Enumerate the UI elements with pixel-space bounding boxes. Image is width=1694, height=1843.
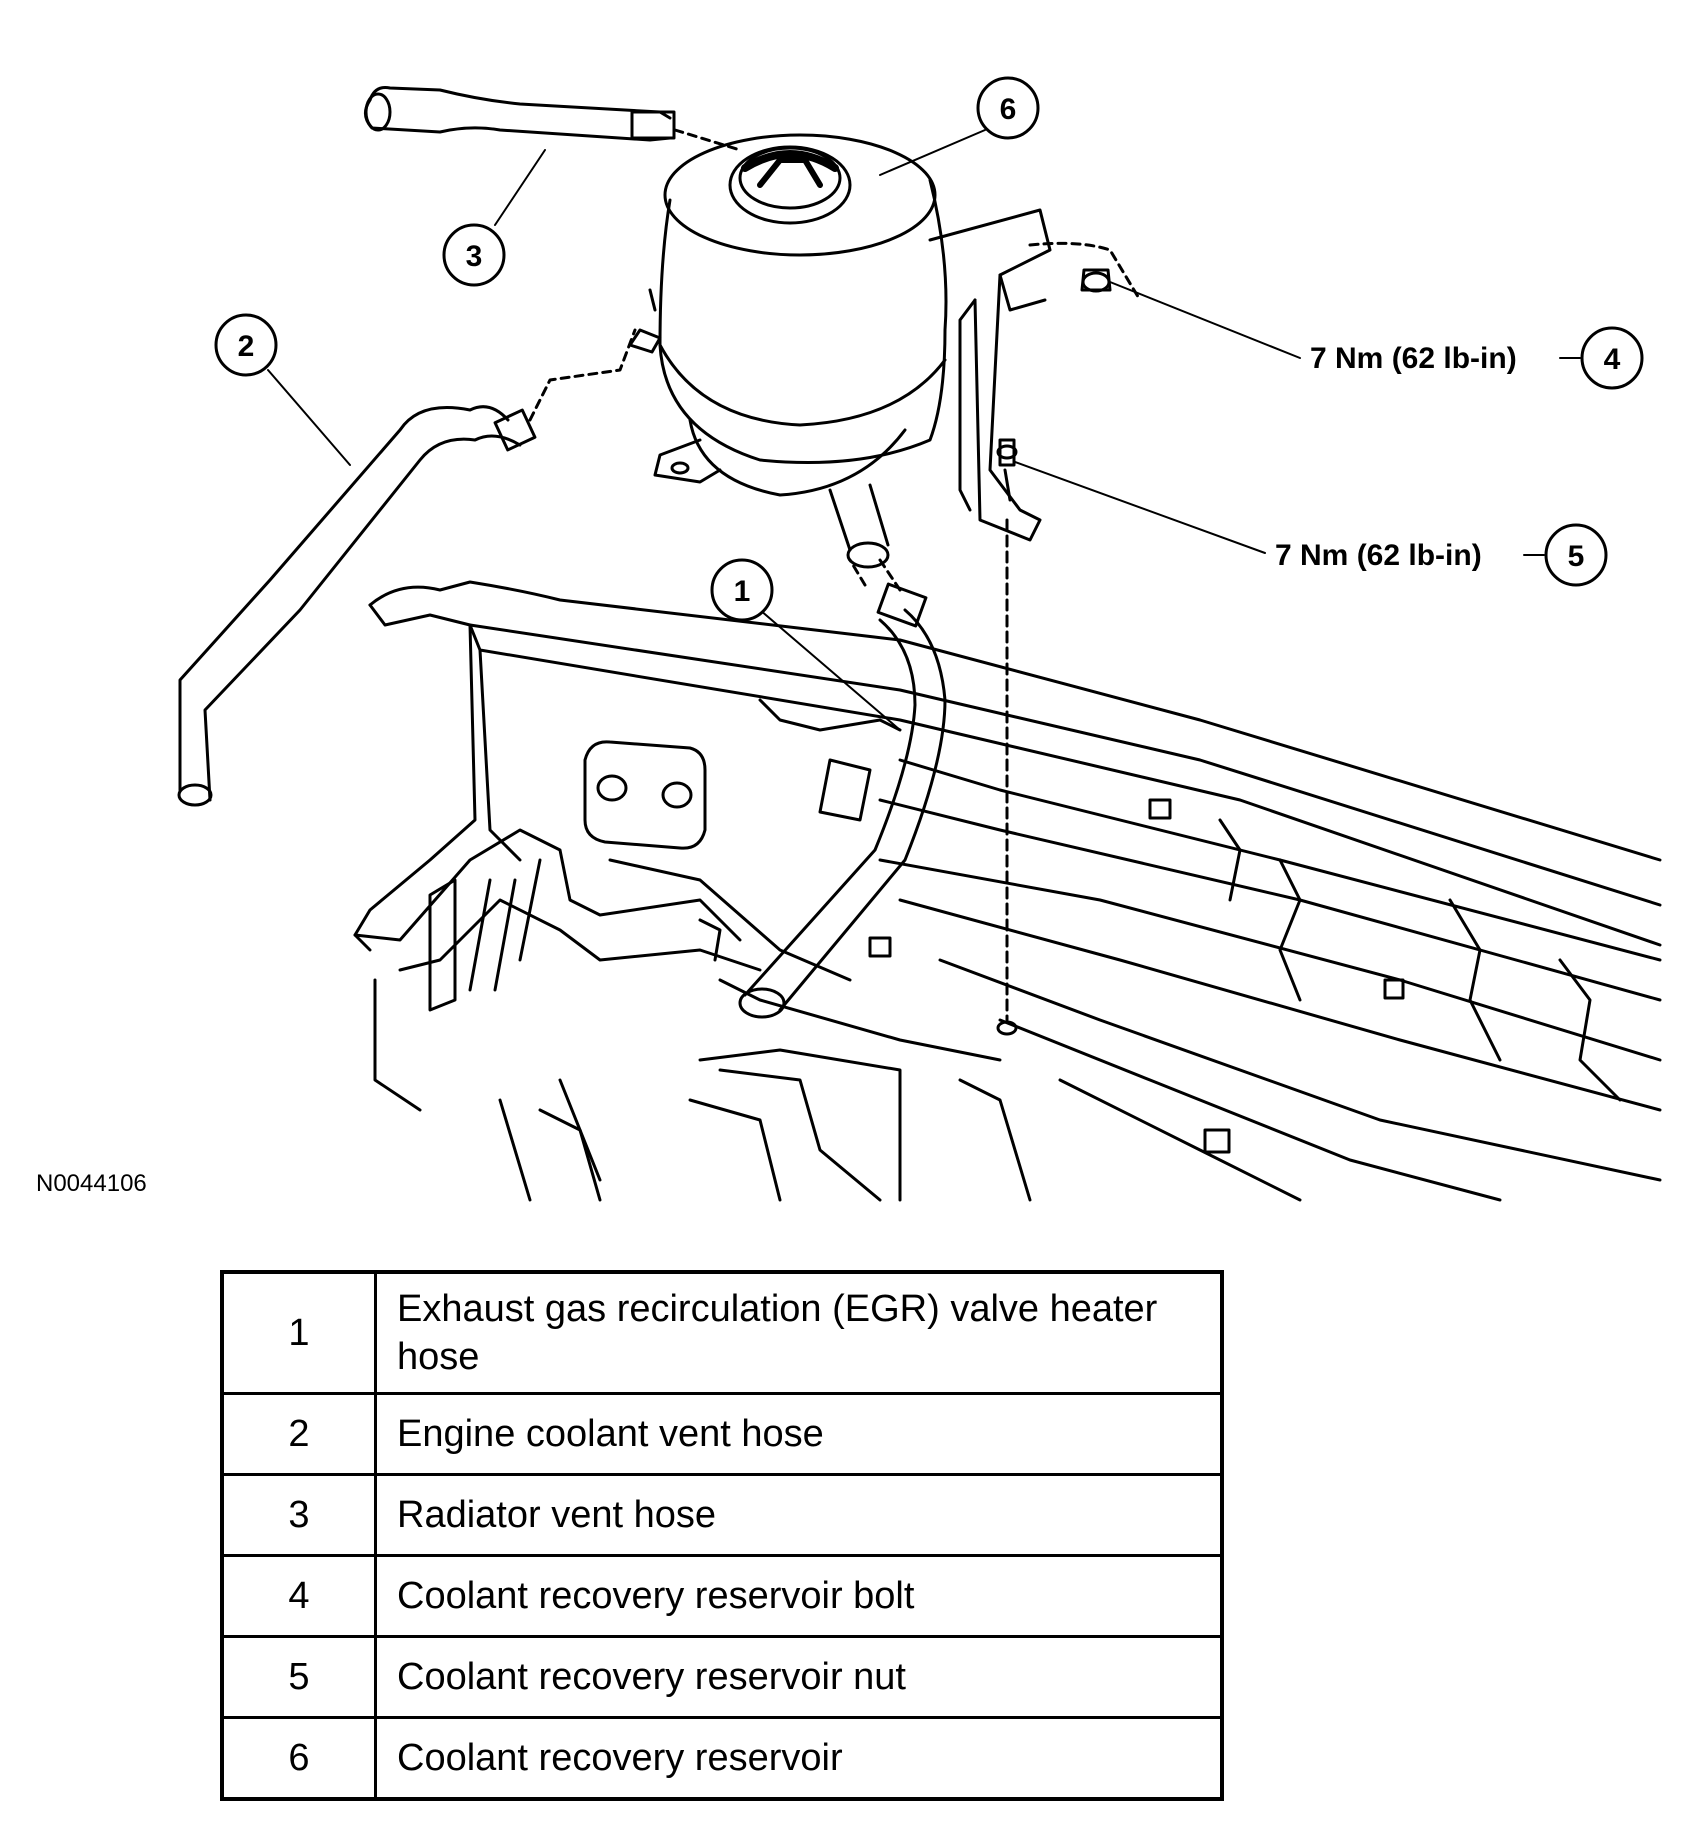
egr-heater-hose	[738, 558, 947, 1019]
table-row: 1 Exhaust gas recirculation (EGR) valve …	[220, 1270, 1224, 1395]
legend-number: 4	[220, 1554, 377, 1638]
coolant-recovery-reservoir	[628, 133, 1142, 1036]
callout-3: 3	[442, 149, 546, 287]
exploded-view-illustration: 1 2 3 6 7 Nm (62 lb-in) 4 7 Nm (62 lb-in…	[177, 76, 1662, 1202]
callout-4: 7 Nm (62 lb-in) 4	[1109, 281, 1644, 390]
legend-description: Radiator vent hose	[374, 1473, 1224, 1557]
table-row: 4 Coolant recovery reservoir bolt	[220, 1554, 1224, 1638]
legend-number: 6	[220, 1716, 377, 1801]
radiator-vent-hose	[364, 86, 742, 152]
torque-spec-5: 7 Nm (62 lb-in)	[1275, 539, 1482, 572]
torque-spec-4: 7 Nm (62 lb-in)	[1310, 342, 1517, 375]
legend-description: Coolant recovery reservoir nut	[374, 1635, 1224, 1719]
svg-text:5: 5	[1568, 540, 1585, 573]
svg-text:4: 4	[1604, 343, 1621, 376]
table-row: 5 Coolant recovery reservoir nut	[220, 1635, 1224, 1719]
legend-number: 3	[220, 1473, 377, 1557]
legend-description: Coolant recovery reservoir bolt	[374, 1554, 1224, 1638]
legend-number: 1	[220, 1270, 377, 1395]
callout-6: 6	[879, 76, 1040, 176]
figure-id: N0044106	[36, 1170, 147, 1197]
legend-description: Coolant recovery reservoir	[374, 1716, 1224, 1801]
svg-text:2: 2	[238, 330, 255, 363]
fender-apron-structure	[353, 580, 1662, 1202]
svg-text:1: 1	[734, 575, 751, 608]
callout-5: 7 Nm (62 lb-in) 5	[1014, 461, 1608, 587]
table-row: 6 Coolant recovery reservoir	[220, 1716, 1224, 1801]
legend-description: Engine coolant vent hose	[374, 1392, 1224, 1476]
engine-coolant-vent-hose	[177, 328, 637, 807]
svg-text:6: 6	[1000, 93, 1017, 126]
legend-number: 2	[220, 1392, 377, 1476]
legend-description: Exhaust gas recirculation (EGR) valve he…	[374, 1270, 1224, 1395]
svg-text:3: 3	[466, 240, 483, 273]
table-row: 3 Radiator vent hose	[220, 1473, 1224, 1557]
parts-legend-table: 1 Exhaust gas recirculation (EGR) valve …	[220, 1270, 1224, 1801]
table-row: 2 Engine coolant vent hose	[220, 1392, 1224, 1476]
legend-number: 5	[220, 1635, 377, 1719]
callout-1: 1	[710, 558, 901, 731]
callout-2: 2	[214, 313, 351, 466]
